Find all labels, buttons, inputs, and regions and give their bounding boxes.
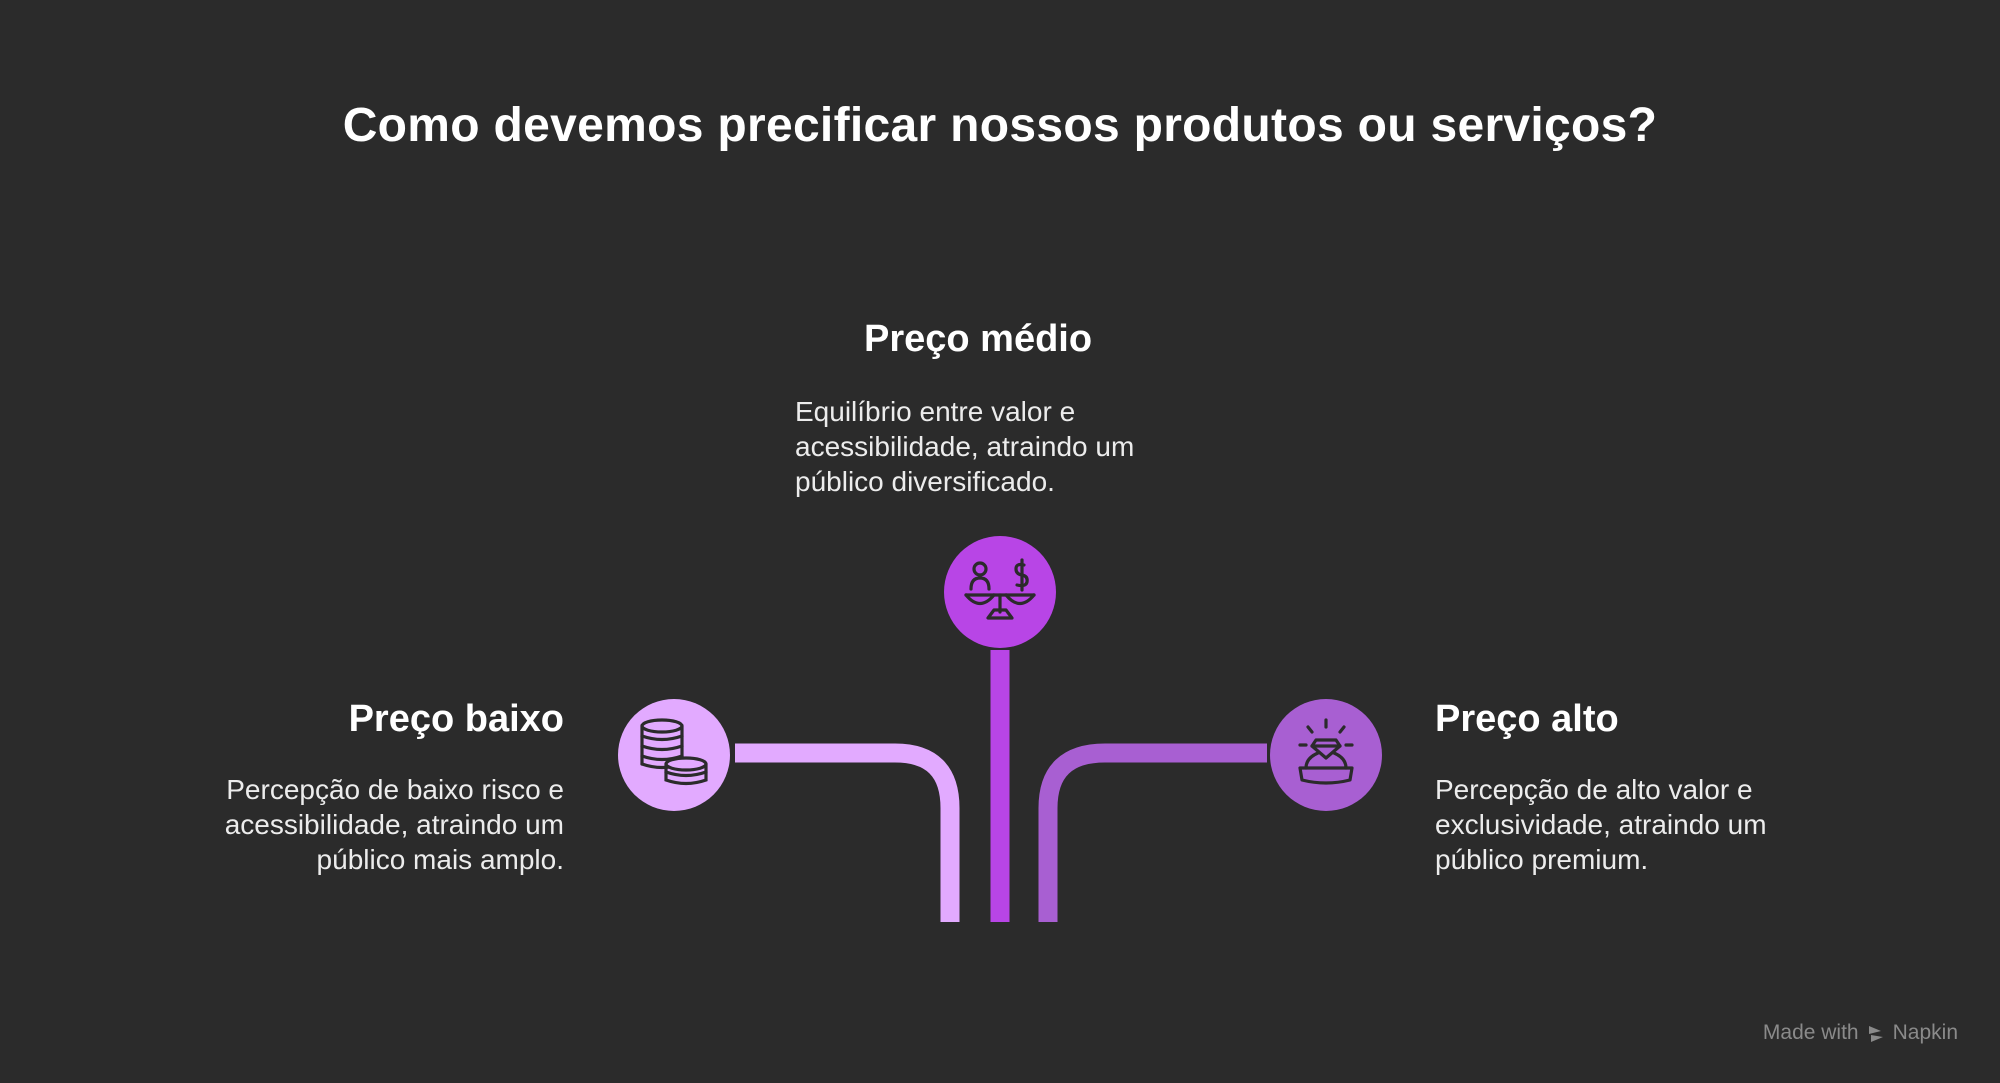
description-line: público mais amplo. — [316, 844, 564, 875]
connector-low — [735, 743, 960, 922]
description-line: Percepção de baixo risco e — [226, 774, 564, 805]
diagram-title: Como devemos precificar nossos produtos … — [342, 99, 1658, 152]
option-heading-medium: Preço médio — [864, 318, 1093, 360]
option-heading-low: Preço baixo — [348, 698, 564, 740]
brand-label: Napkin — [1892, 1021, 1958, 1044]
description-line: Percepção de alto valor e — [1435, 774, 1753, 805]
balance-scale-person-dollar-icon — [964, 558, 1036, 620]
diamond-ring-icon — [1298, 718, 1354, 785]
napkin-logo-icon — [1868, 1026, 1883, 1042]
option-description-medium: Equilíbrio entre valor e acessibilidade,… — [795, 394, 1235, 499]
description-line: acessibilidade, atraindo um — [224, 809, 564, 840]
option-description-high: Percepção de alto valor e exclusividade,… — [1435, 772, 1875, 877]
node-medium — [944, 536, 1056, 648]
footer-watermark: Made with Napkin — [1763, 1021, 1958, 1045]
node-low — [618, 699, 730, 811]
description-line: exclusividade, atraindo um — [1435, 809, 1767, 840]
coins-stack-icon — [640, 718, 708, 786]
option-description-low: Percepção de baixo risco e acessibilidad… — [124, 772, 564, 877]
option-heading-high: Preço alto — [1435, 698, 1619, 740]
description-line: Equilíbrio entre valor e — [795, 396, 1076, 427]
node-high — [1270, 699, 1382, 811]
connector-high — [1038, 743, 1267, 922]
description-line: acessibilidade, atraindo um — [795, 431, 1135, 462]
description-line: público premium. — [1435, 844, 1649, 875]
made-with-label: Made with — [1762, 1021, 1859, 1044]
description-line: público diversificado. — [795, 466, 1055, 497]
